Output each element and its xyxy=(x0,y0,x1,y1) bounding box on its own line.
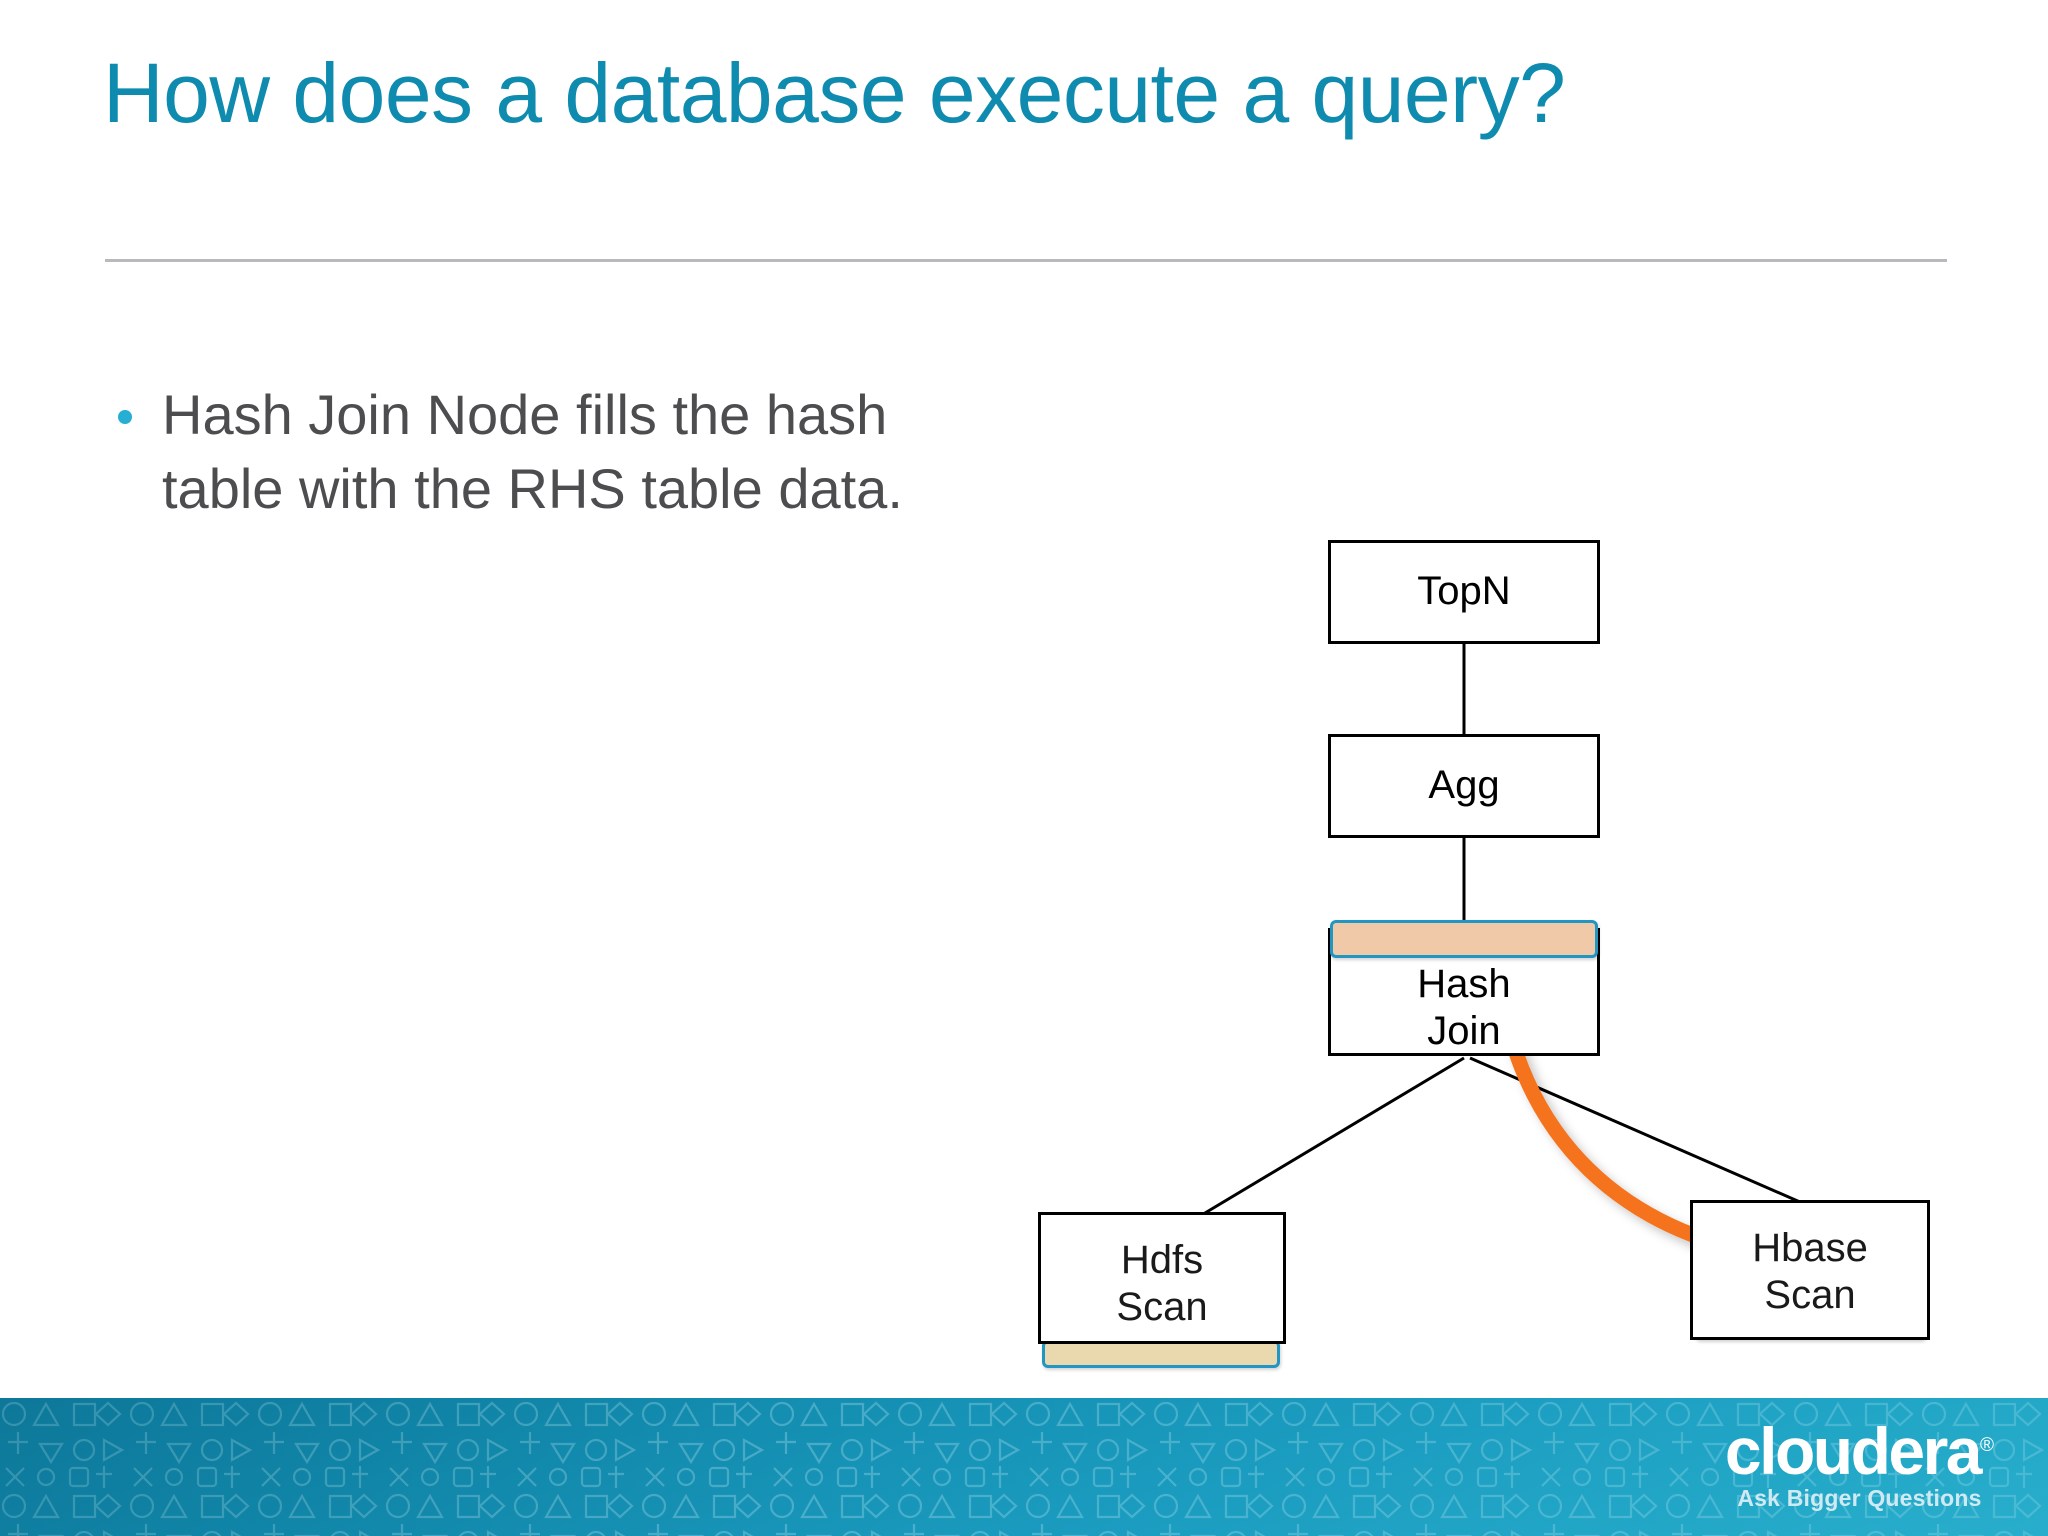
node-hdfs-scan-label: Hdfs Scan xyxy=(1041,1237,1283,1331)
footer-gradient-overlay xyxy=(0,1398,2048,1536)
page-title: How does a database execute a query? xyxy=(103,46,1566,140)
node-hbase-scan-label: Hbase Scan xyxy=(1693,1225,1927,1319)
brand-tagline: Ask Bigger Questions xyxy=(1737,1485,1982,1511)
footer-band: cloudera® Ask Bigger Questions xyxy=(0,1398,2048,1536)
body-bullet-list: Hash Join Node fills the hash table with… xyxy=(118,378,938,526)
list-item: Hash Join Node fills the hash table with… xyxy=(118,378,938,526)
node-hash-join-label-line1: Hash xyxy=(1417,962,1511,1006)
bullet-text: Hash Join Node fills the hash table with… xyxy=(162,383,903,520)
hdfs-data-bar xyxy=(1042,1340,1280,1368)
edge-hashjoin-hdfs xyxy=(1199,1056,1465,1218)
node-hbase-scan[interactable]: Hbase Scan xyxy=(1690,1200,1930,1340)
brand-wordmark: cloudera® xyxy=(1725,1418,1994,1484)
hash-table-bar xyxy=(1330,920,1598,958)
title-divider xyxy=(105,259,1947,262)
cloudera-logo: cloudera® Ask Bigger Questions xyxy=(1725,1418,1994,1512)
node-hbase-scan-label-line2: Scan xyxy=(1764,1273,1856,1318)
node-hdfs-scan[interactable]: Hdfs Scan xyxy=(1038,1212,1286,1344)
brand-name: cloudera xyxy=(1724,1413,1983,1488)
node-topn-label: TopN xyxy=(1417,569,1511,614)
node-hbase-scan-label-line1: Hbase xyxy=(1752,1226,1868,1270)
node-topn[interactable]: TopN xyxy=(1328,540,1600,644)
node-hdfs-scan-label-line2: Scan xyxy=(1116,1285,1208,1330)
node-agg-label: Agg xyxy=(1428,763,1500,808)
query-plan-diagram: TopN Agg Hash Join Hdfs Scan H xyxy=(1000,500,2040,1400)
node-hash-join-label-line2: Join xyxy=(1427,1009,1501,1054)
bullet-dot-icon xyxy=(118,410,132,424)
node-agg[interactable]: Agg xyxy=(1328,734,1600,838)
registered-trademark-icon: ® xyxy=(1980,1434,1994,1456)
node-hdfs-scan-label-line1: Hdfs xyxy=(1120,1238,1204,1282)
footer-geometric-pattern-icon xyxy=(0,1398,2048,1536)
node-hash-join-label: Hash Join xyxy=(1417,961,1510,1055)
